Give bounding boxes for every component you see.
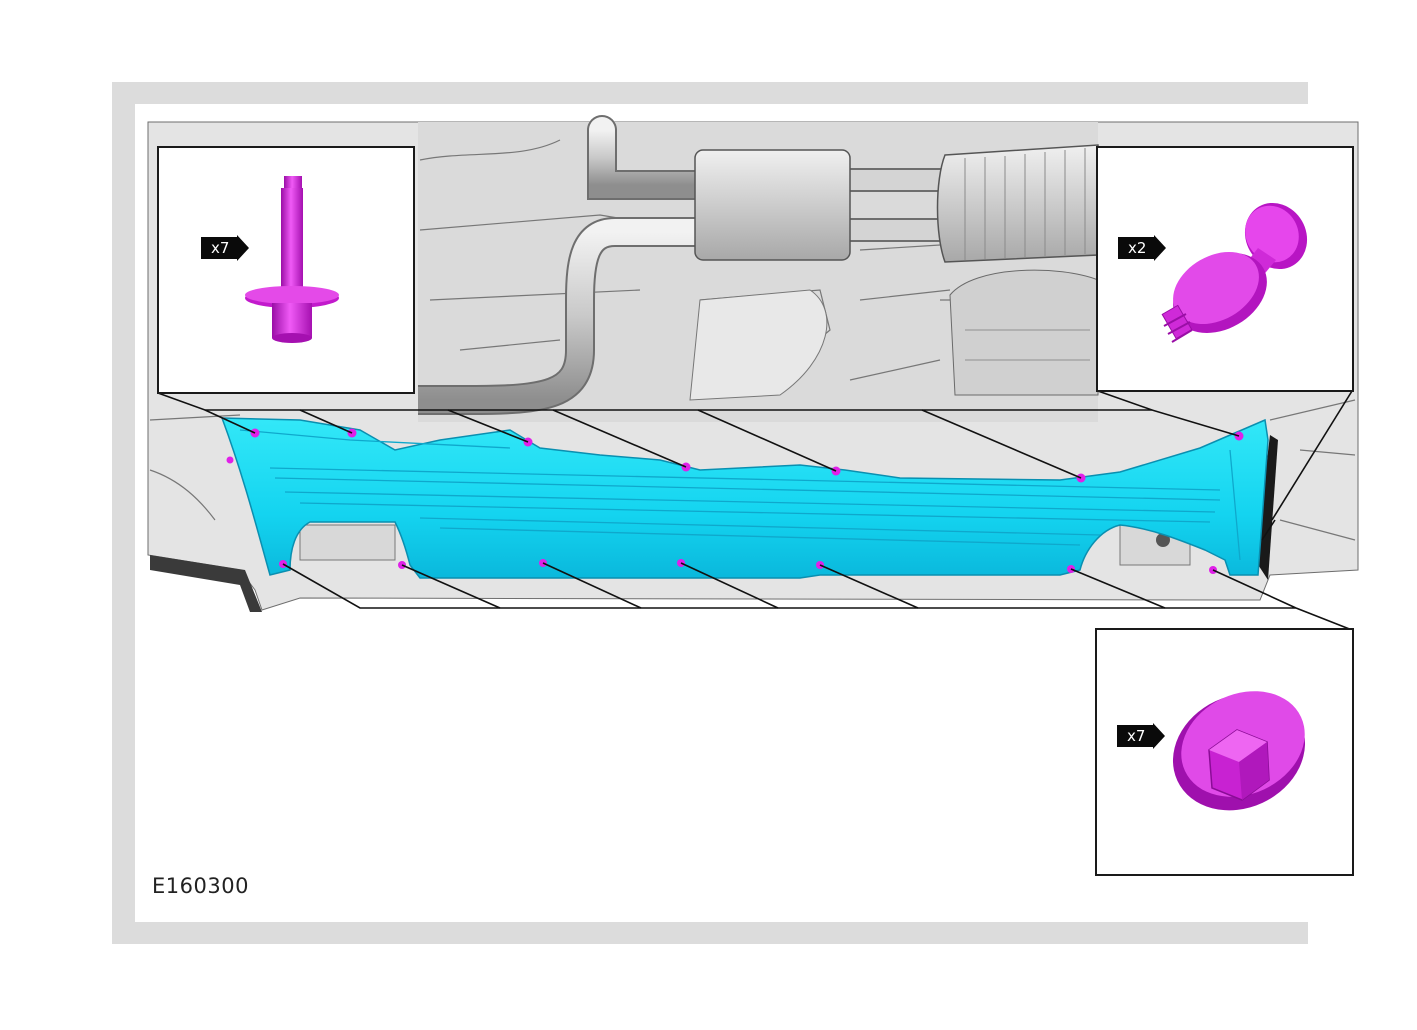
quantity-text: x7	[1117, 725, 1154, 747]
underbody-shield-panel	[220, 417, 1269, 579]
arrow-right-icon	[1153, 723, 1166, 749]
callout-push-pin: x2	[1096, 146, 1354, 392]
push-pin-icon	[1161, 202, 1308, 343]
quantity-label: x7	[201, 235, 250, 261]
quantity-label: x7	[1117, 723, 1166, 749]
vehicle-underbody	[147, 115, 1359, 612]
quantity-text: x7	[201, 237, 238, 259]
arrow-right-icon	[237, 235, 250, 261]
callout-nut: x7	[1095, 628, 1354, 876]
quantity-text: x2	[1118, 237, 1155, 259]
leader-lines	[157, 390, 1353, 631]
arrow-right-icon	[1154, 235, 1167, 261]
quantity-label: x2	[1118, 235, 1167, 261]
figure-id: E160300	[152, 874, 249, 898]
bolt-icon	[245, 176, 339, 343]
flange-nut-icon	[1172, 691, 1306, 811]
callout-bolt: x7	[157, 146, 415, 394]
